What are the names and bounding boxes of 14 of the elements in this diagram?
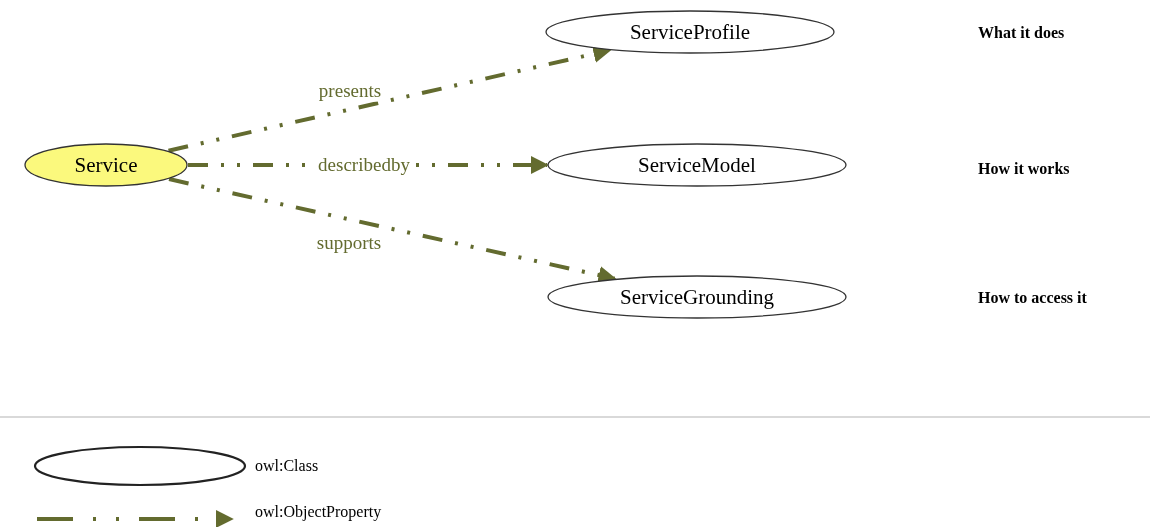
class-name: ServiceGrounding <box>620 284 774 310</box>
class-ellipse <box>547 143 847 187</box>
description-text: What it does <box>978 24 1065 42</box>
class-ellipse <box>545 10 835 54</box>
class-name: ServiceModel <box>638 152 756 178</box>
class-ellipse <box>547 275 847 319</box>
description-text: How to access it <box>978 289 1087 307</box>
legend-label: owl:ObjectProperty <box>255 503 382 521</box>
class-name: Service <box>74 152 138 178</box>
class-name: ServiceProfile <box>629 19 751 45</box>
class-ellipse <box>24 143 188 187</box>
dash-dot-arrow <box>168 45 612 153</box>
description-text: How it works <box>978 160 1070 178</box>
legend-label: owl:Class <box>255 457 319 475</box>
